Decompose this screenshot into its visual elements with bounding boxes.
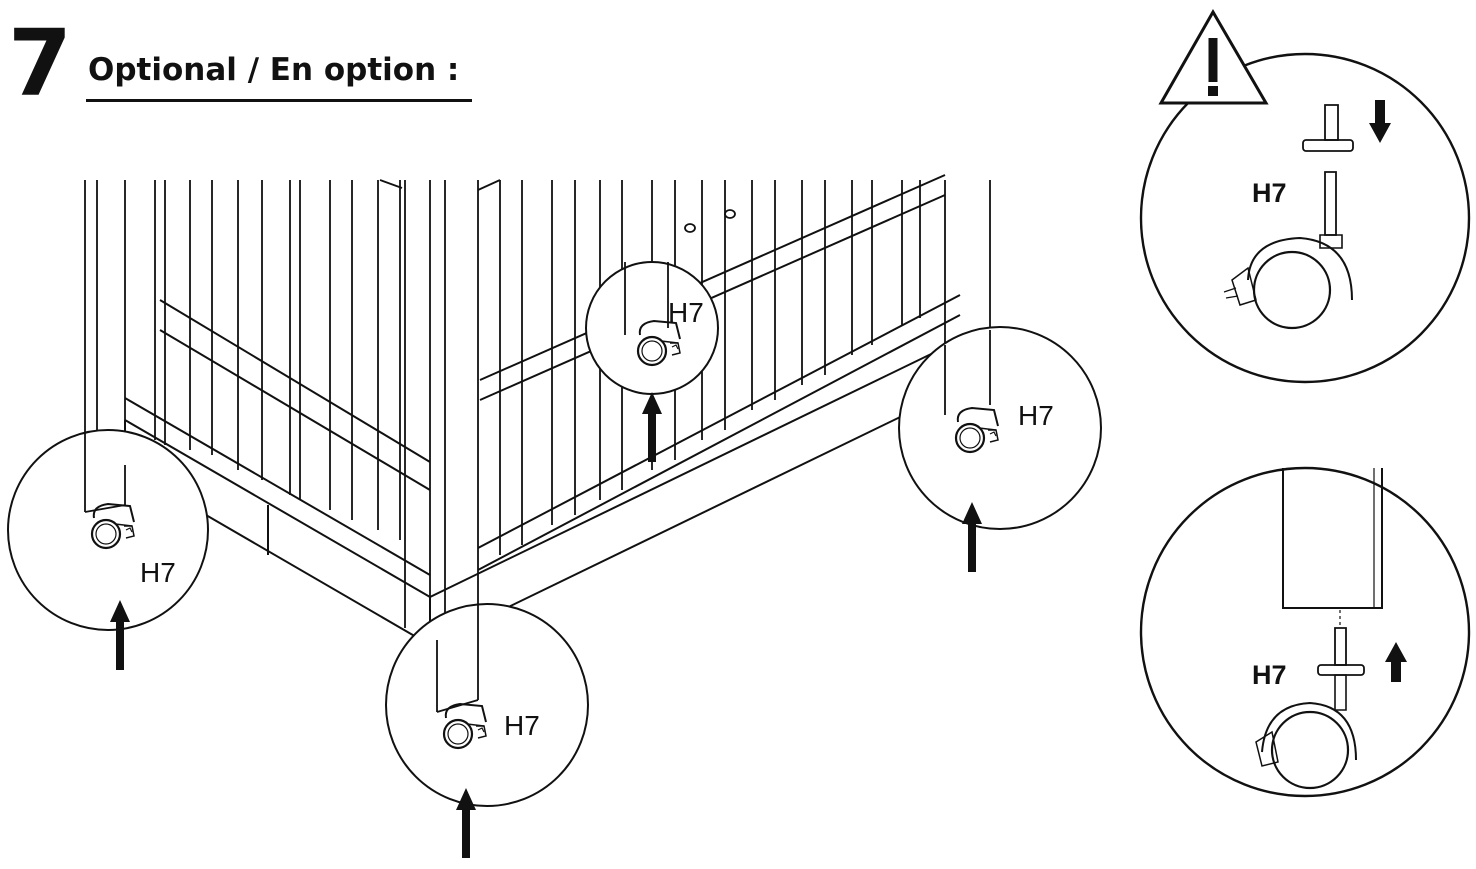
leg-label-front: H7 <box>504 710 540 741</box>
detail-label-bottom: H7 <box>1252 660 1287 690</box>
arrow-down-icon <box>1369 100 1391 143</box>
leg-callout-front <box>385 603 589 859</box>
detail-callout-top <box>1139 52 1471 384</box>
leg-callout-back <box>585 261 719 463</box>
crib-frame <box>124 174 961 647</box>
detail-label-top: H7 <box>1252 178 1287 208</box>
leg-callout-left <box>7 429 209 671</box>
step-number: 7 <box>8 10 73 117</box>
leg-label-left: H7 <box>140 557 176 588</box>
crib-slats-left <box>84 180 479 705</box>
arrow-up-icon <box>641 391 663 463</box>
leg-label-back: H7 <box>668 297 704 328</box>
detail-callout-bottom <box>1139 466 1471 798</box>
leg-callout-right <box>898 326 1102 573</box>
leg-label-right: H7 <box>1018 400 1054 431</box>
title-underline <box>86 99 472 102</box>
step-title: Optional / En option : <box>88 52 460 88</box>
arrow-up-icon <box>1385 642 1407 682</box>
warning-icon <box>1158 8 1269 105</box>
crib-slats-right <box>379 179 991 555</box>
